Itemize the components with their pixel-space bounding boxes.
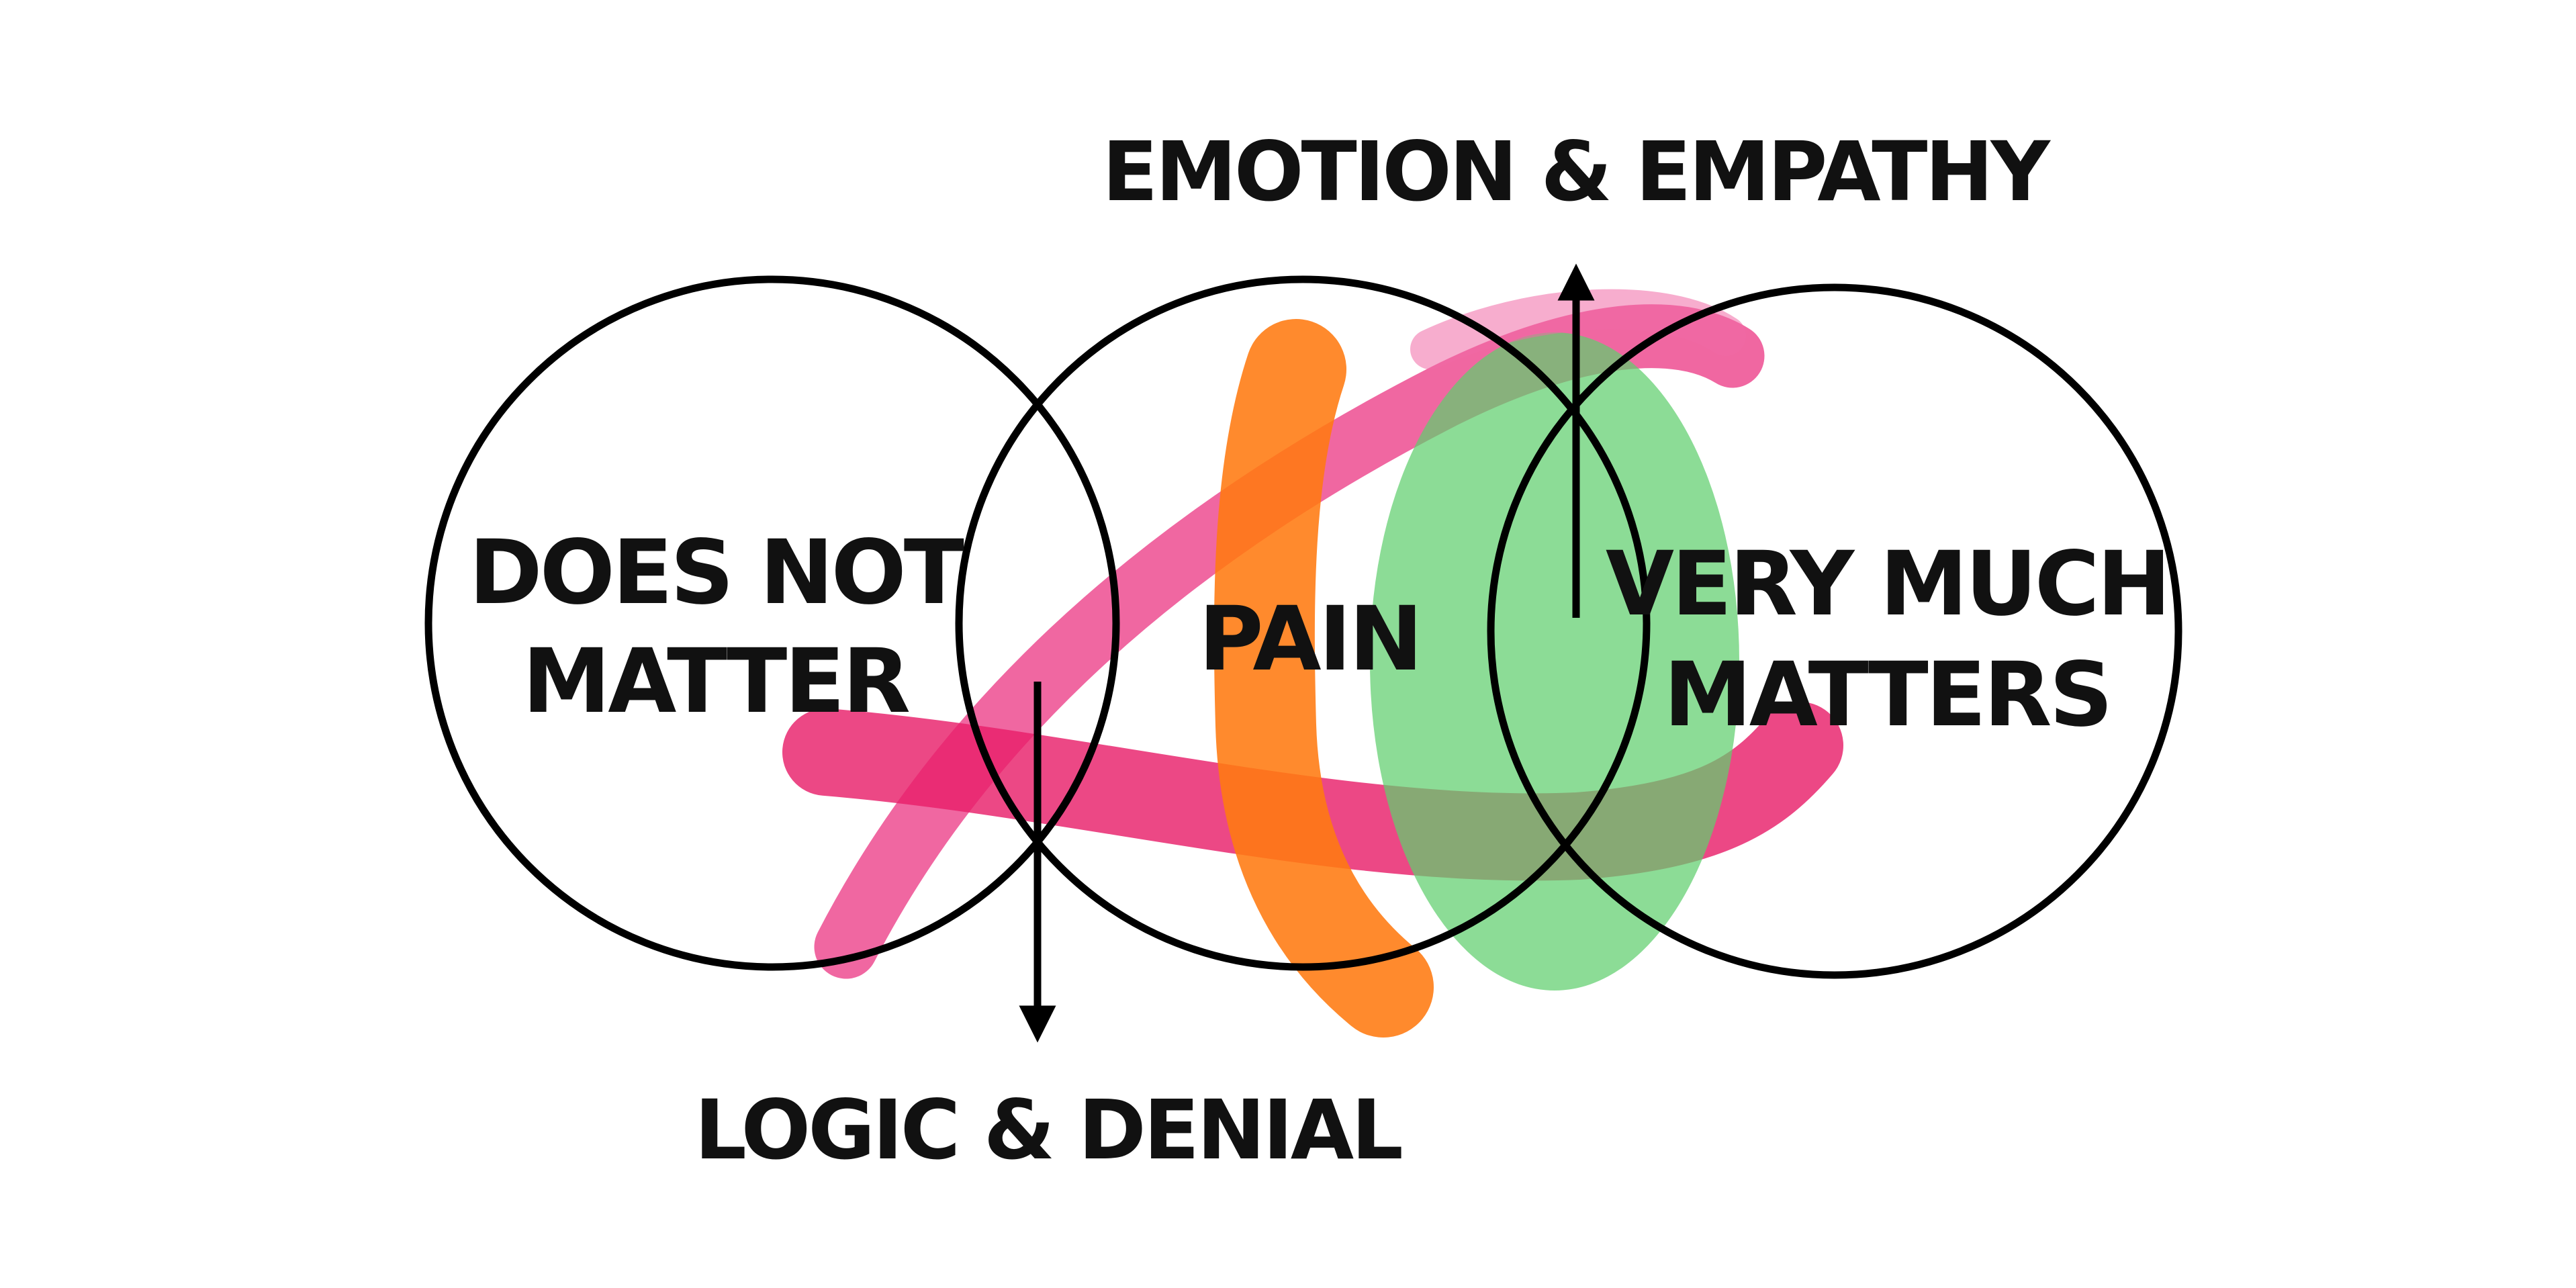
circle-labels: DOES NOT MATTER PAIN VERY MUCH MATTERS bbox=[469, 521, 2171, 747]
pain-circle bbox=[955, 275, 1651, 971]
very-much-matters-label-line2: MATTERS bbox=[1663, 643, 2110, 747]
does-not-matter-circle bbox=[424, 275, 1120, 971]
does-not-matter-label-line2: MATTER bbox=[522, 630, 909, 733]
very-much-matters-label-line1: VERY MUCH bbox=[1606, 533, 2168, 636]
orange-stroke bbox=[1213, 319, 1434, 1038]
pink-top-sweep bbox=[1410, 289, 1746, 369]
logic-denial-label: LOGIC & DENIAL bbox=[694, 1083, 1401, 1178]
emotion-empathy-label: EMOTION & EMPATHY bbox=[1102, 124, 2051, 220]
pain-label: PAIN bbox=[1199, 588, 1420, 691]
green-oval bbox=[1370, 332, 1739, 991]
circles bbox=[424, 275, 2182, 979]
arrow-labels: EMOTION & EMPATHY LOGIC & DENIAL bbox=[694, 124, 2054, 1178]
does-not-matter-label-line1: DOES NOT bbox=[469, 521, 964, 625]
very-much-matters-circle bbox=[1487, 283, 2182, 979]
brush-strokes bbox=[782, 289, 1843, 1038]
arrows bbox=[1019, 263, 1595, 1043]
